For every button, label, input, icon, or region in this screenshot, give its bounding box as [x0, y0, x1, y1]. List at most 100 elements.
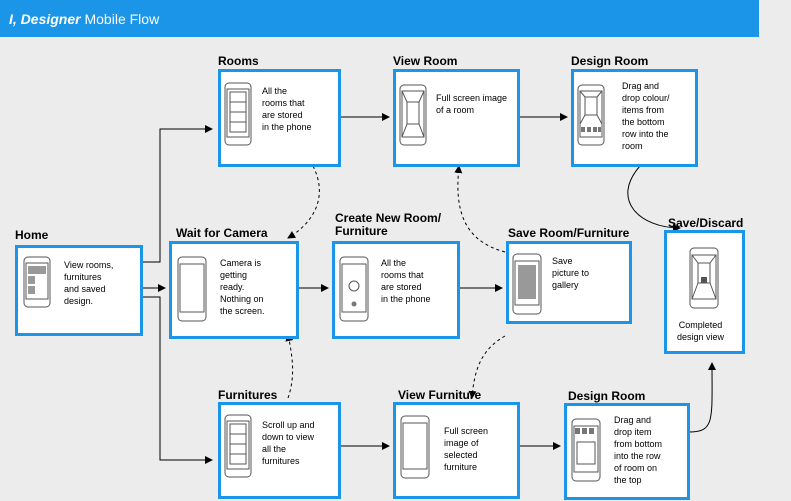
node-view-furniture: View Furniture Full screen image of sele… [393, 389, 520, 499]
phone-room-icon [399, 84, 427, 146]
node-line: the top [614, 475, 642, 485]
node-line: from bottom [614, 439, 663, 449]
node-line: design view [677, 332, 725, 342]
phone-gallery-icon [512, 253, 542, 315]
node-line: View rooms, [64, 260, 114, 270]
node-line: Drag and [614, 415, 652, 425]
phone-list-icon [224, 82, 252, 146]
node-box: Camera is getting ready. Nothing on the … [169, 241, 299, 339]
node-line: furniture [444, 462, 478, 472]
node-view-room: View Room Full screen image of a room [393, 55, 520, 167]
node-line: All the [262, 86, 288, 96]
node-save-room: Save Room/Furniture Save picture to gall… [506, 227, 632, 324]
node-line: in the phone [262, 122, 312, 132]
node-line: image of [444, 438, 479, 448]
node-box: Drag and drop item from bottom into the … [564, 403, 690, 500]
node-line: furnitures [64, 272, 102, 282]
node-line: Full screen [444, 426, 489, 436]
node-title: Create New Room/ Furniture [335, 212, 441, 238]
node-design-room-bottom: Design Room Drag and drop item from bott… [564, 390, 690, 500]
node-line: rooms that [262, 98, 305, 108]
phone-room-icon [689, 247, 719, 309]
phone-blank-icon [400, 415, 430, 479]
node-line: Scroll up and [262, 420, 315, 430]
phone-design-icon [571, 418, 601, 482]
node-line: Drag and [622, 81, 660, 91]
phone-camera-icon [339, 256, 369, 322]
node-box: View rooms, furnitures and saved design. [15, 245, 143, 336]
node-wait-for-camera: Wait for Camera Camera is getting ready.… [169, 227, 299, 339]
node-title: View Furniture [398, 388, 482, 402]
edge-dashed-save-viewfurniture [468, 335, 506, 399]
title-suffix: Mobile Flow [80, 11, 160, 27]
node-title-line: Create New Room/ [335, 211, 442, 225]
node-line: rooms that [381, 270, 424, 280]
page-title: I, Designer Mobile Flow [9, 11, 159, 27]
node-line: Nothing on [220, 294, 264, 304]
node-title: Save Room/Furniture [508, 226, 630, 240]
node-line: row into the [622, 129, 669, 139]
edge-dashed-furnitures-wait [285, 333, 294, 399]
node-title: Design Room [571, 54, 649, 68]
edge-dashed-save-viewroom [454, 165, 506, 253]
node-title: Furnitures [218, 388, 278, 402]
phone-design-icon [577, 84, 605, 146]
node-line: of room on [614, 463, 658, 473]
node-line: are stored [262, 110, 303, 120]
node-line: All the [381, 258, 407, 268]
node-line: are stored [381, 282, 422, 292]
node-save-discard: Save/Discard Completed design view [664, 217, 745, 354]
node-create-new: Create New Room/ Furniture All the rooms… [332, 212, 460, 339]
node-box: Completed design view [664, 230, 745, 354]
node-line: Completed [678, 320, 723, 330]
node-line: into the row [614, 451, 661, 461]
node-box: Full screen image of selected furniture [393, 402, 520, 499]
node-title: Wait for Camera [176, 226, 268, 240]
edge-home-rooms [142, 125, 213, 263]
edge-designtop-savediscard [627, 165, 681, 232]
node-rooms: Rooms All the rooms that are stored in t… [218, 55, 341, 167]
node-line: drop colour/ [622, 93, 670, 103]
node-line: Save [552, 256, 573, 266]
node-title-line: Furniture [335, 224, 388, 238]
node-line: furnitures [262, 456, 300, 466]
node-box: All the rooms that are stored in the pho… [218, 69, 341, 167]
phone-list-icon [23, 256, 51, 308]
node-box: Scroll up and down to view all the furni… [218, 402, 341, 499]
node-line: Camera is [220, 258, 262, 268]
node-title: Save/Discard [668, 216, 744, 230]
node-line: design. [64, 296, 94, 306]
node-line: drop item [614, 427, 652, 437]
edge-designbot-savediscard [688, 362, 717, 433]
node-furnitures: Furnitures Scroll up and down to view al… [218, 389, 341, 499]
node-line: getting [220, 270, 248, 280]
node-title: Rooms [218, 54, 259, 68]
node-line: and saved [64, 284, 106, 294]
node-line: Full screen image [436, 93, 508, 103]
node-line: the screen. [220, 306, 265, 316]
title-prefix: I, Designer [9, 11, 81, 27]
node-box: Drag and drop colour/ items from the bot… [571, 69, 698, 167]
node-line: ready. [220, 282, 245, 292]
header-bar: I, Designer Mobile Flow [0, 0, 759, 37]
node-title: Design Room [568, 389, 646, 403]
node-line: down to view [262, 432, 315, 442]
node-box: Save picture to gallery [506, 241, 632, 324]
node-box: Full screen image of a room [393, 69, 520, 167]
node-title: View Room [393, 54, 458, 68]
node-line: room [622, 141, 643, 151]
node-line: items from [622, 105, 665, 115]
phone-blank-icon [177, 256, 207, 322]
node-design-room-top: Design Room Drag and drop colour/ items … [571, 55, 698, 167]
node-line: of a room [436, 105, 475, 115]
node-line: selected [444, 450, 478, 460]
node-line: the bottom [622, 117, 665, 127]
node-line: all the [262, 444, 287, 454]
node-line: gallery [552, 280, 579, 290]
node-box: All the rooms that are stored in the pho… [332, 241, 460, 339]
edge-home-furnitures [142, 296, 213, 464]
node-line: picture to [552, 268, 590, 278]
node-title: Home [15, 228, 49, 242]
node-home: Home View rooms, furnitures and saved de… [15, 229, 143, 336]
